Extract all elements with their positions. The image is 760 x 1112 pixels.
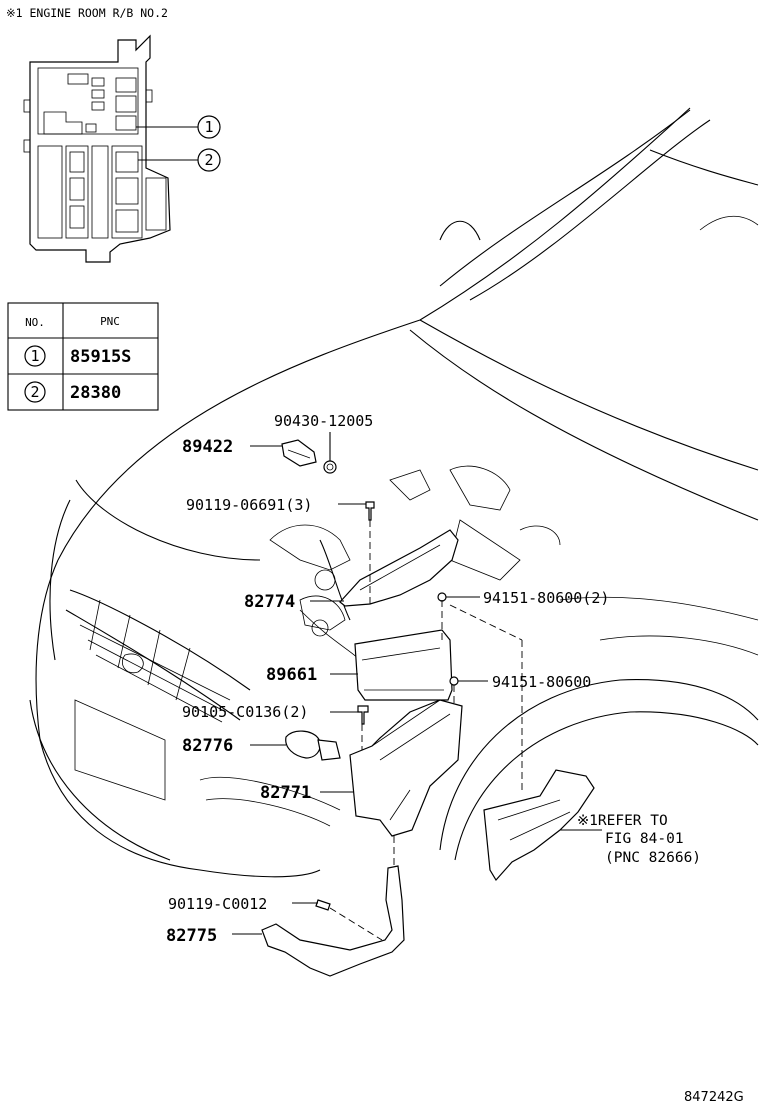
table-header-no: NO. — [25, 316, 45, 329]
label-90119-06691: 90119-06691(3) — [186, 496, 312, 514]
table-row-2-circle — [24, 381, 46, 403]
label-82776: 82776 — [182, 736, 233, 756]
label-82774: 82774 — [244, 592, 295, 612]
callout-1-circle — [197, 115, 221, 139]
part-drawings — [261, 439, 595, 977]
label-89422: 89422 — [182, 437, 233, 457]
label-94151-80600-2: 94151-80600(2) — [483, 589, 609, 607]
table-row-1-pnc: 85915S — [70, 347, 131, 367]
illustration-code: 847242G — [684, 1090, 744, 1105]
label-82775: 82775 — [166, 926, 217, 946]
leader-lines — [232, 432, 602, 935]
vehicle-body-outline — [29, 107, 759, 878]
engine-room-rb-note: ※1 ENGINE ROOM R/B NO.2 — [6, 6, 168, 20]
table-row-1-circle — [24, 345, 46, 367]
refer-note-line-2: FIG 84-01 — [605, 831, 684, 847]
label-90105-c0136: 90105-C0136(2) — [182, 703, 308, 721]
refer-note-line-1: ※1REFER TO — [577, 813, 668, 829]
label-90119-c0012: 90119-C0012 — [168, 895, 267, 913]
label-90430-12005: 90430-12005 — [274, 412, 373, 430]
refer-note-line-3: (PNC 82666) — [605, 850, 701, 866]
table-row-2-pnc: 28380 — [70, 383, 121, 403]
callout-2-number: 2 — [204, 151, 213, 169]
table-row-1-no: 1 — [30, 347, 39, 365]
label-82771: 82771 — [260, 783, 311, 803]
table-row-2-no: 2 — [30, 383, 39, 401]
callout-2-circle — [197, 148, 221, 172]
callout-1-number: 1 — [204, 118, 213, 136]
label-89661: 89661 — [266, 665, 317, 685]
table-header-pnc: PNC — [100, 315, 120, 328]
assembly-guide-lines — [329, 520, 523, 941]
relay-box-drawing — [23, 34, 171, 263]
label-94151-80600: 94151-80600 — [492, 673, 591, 691]
pnc-table — [7, 302, 159, 411]
